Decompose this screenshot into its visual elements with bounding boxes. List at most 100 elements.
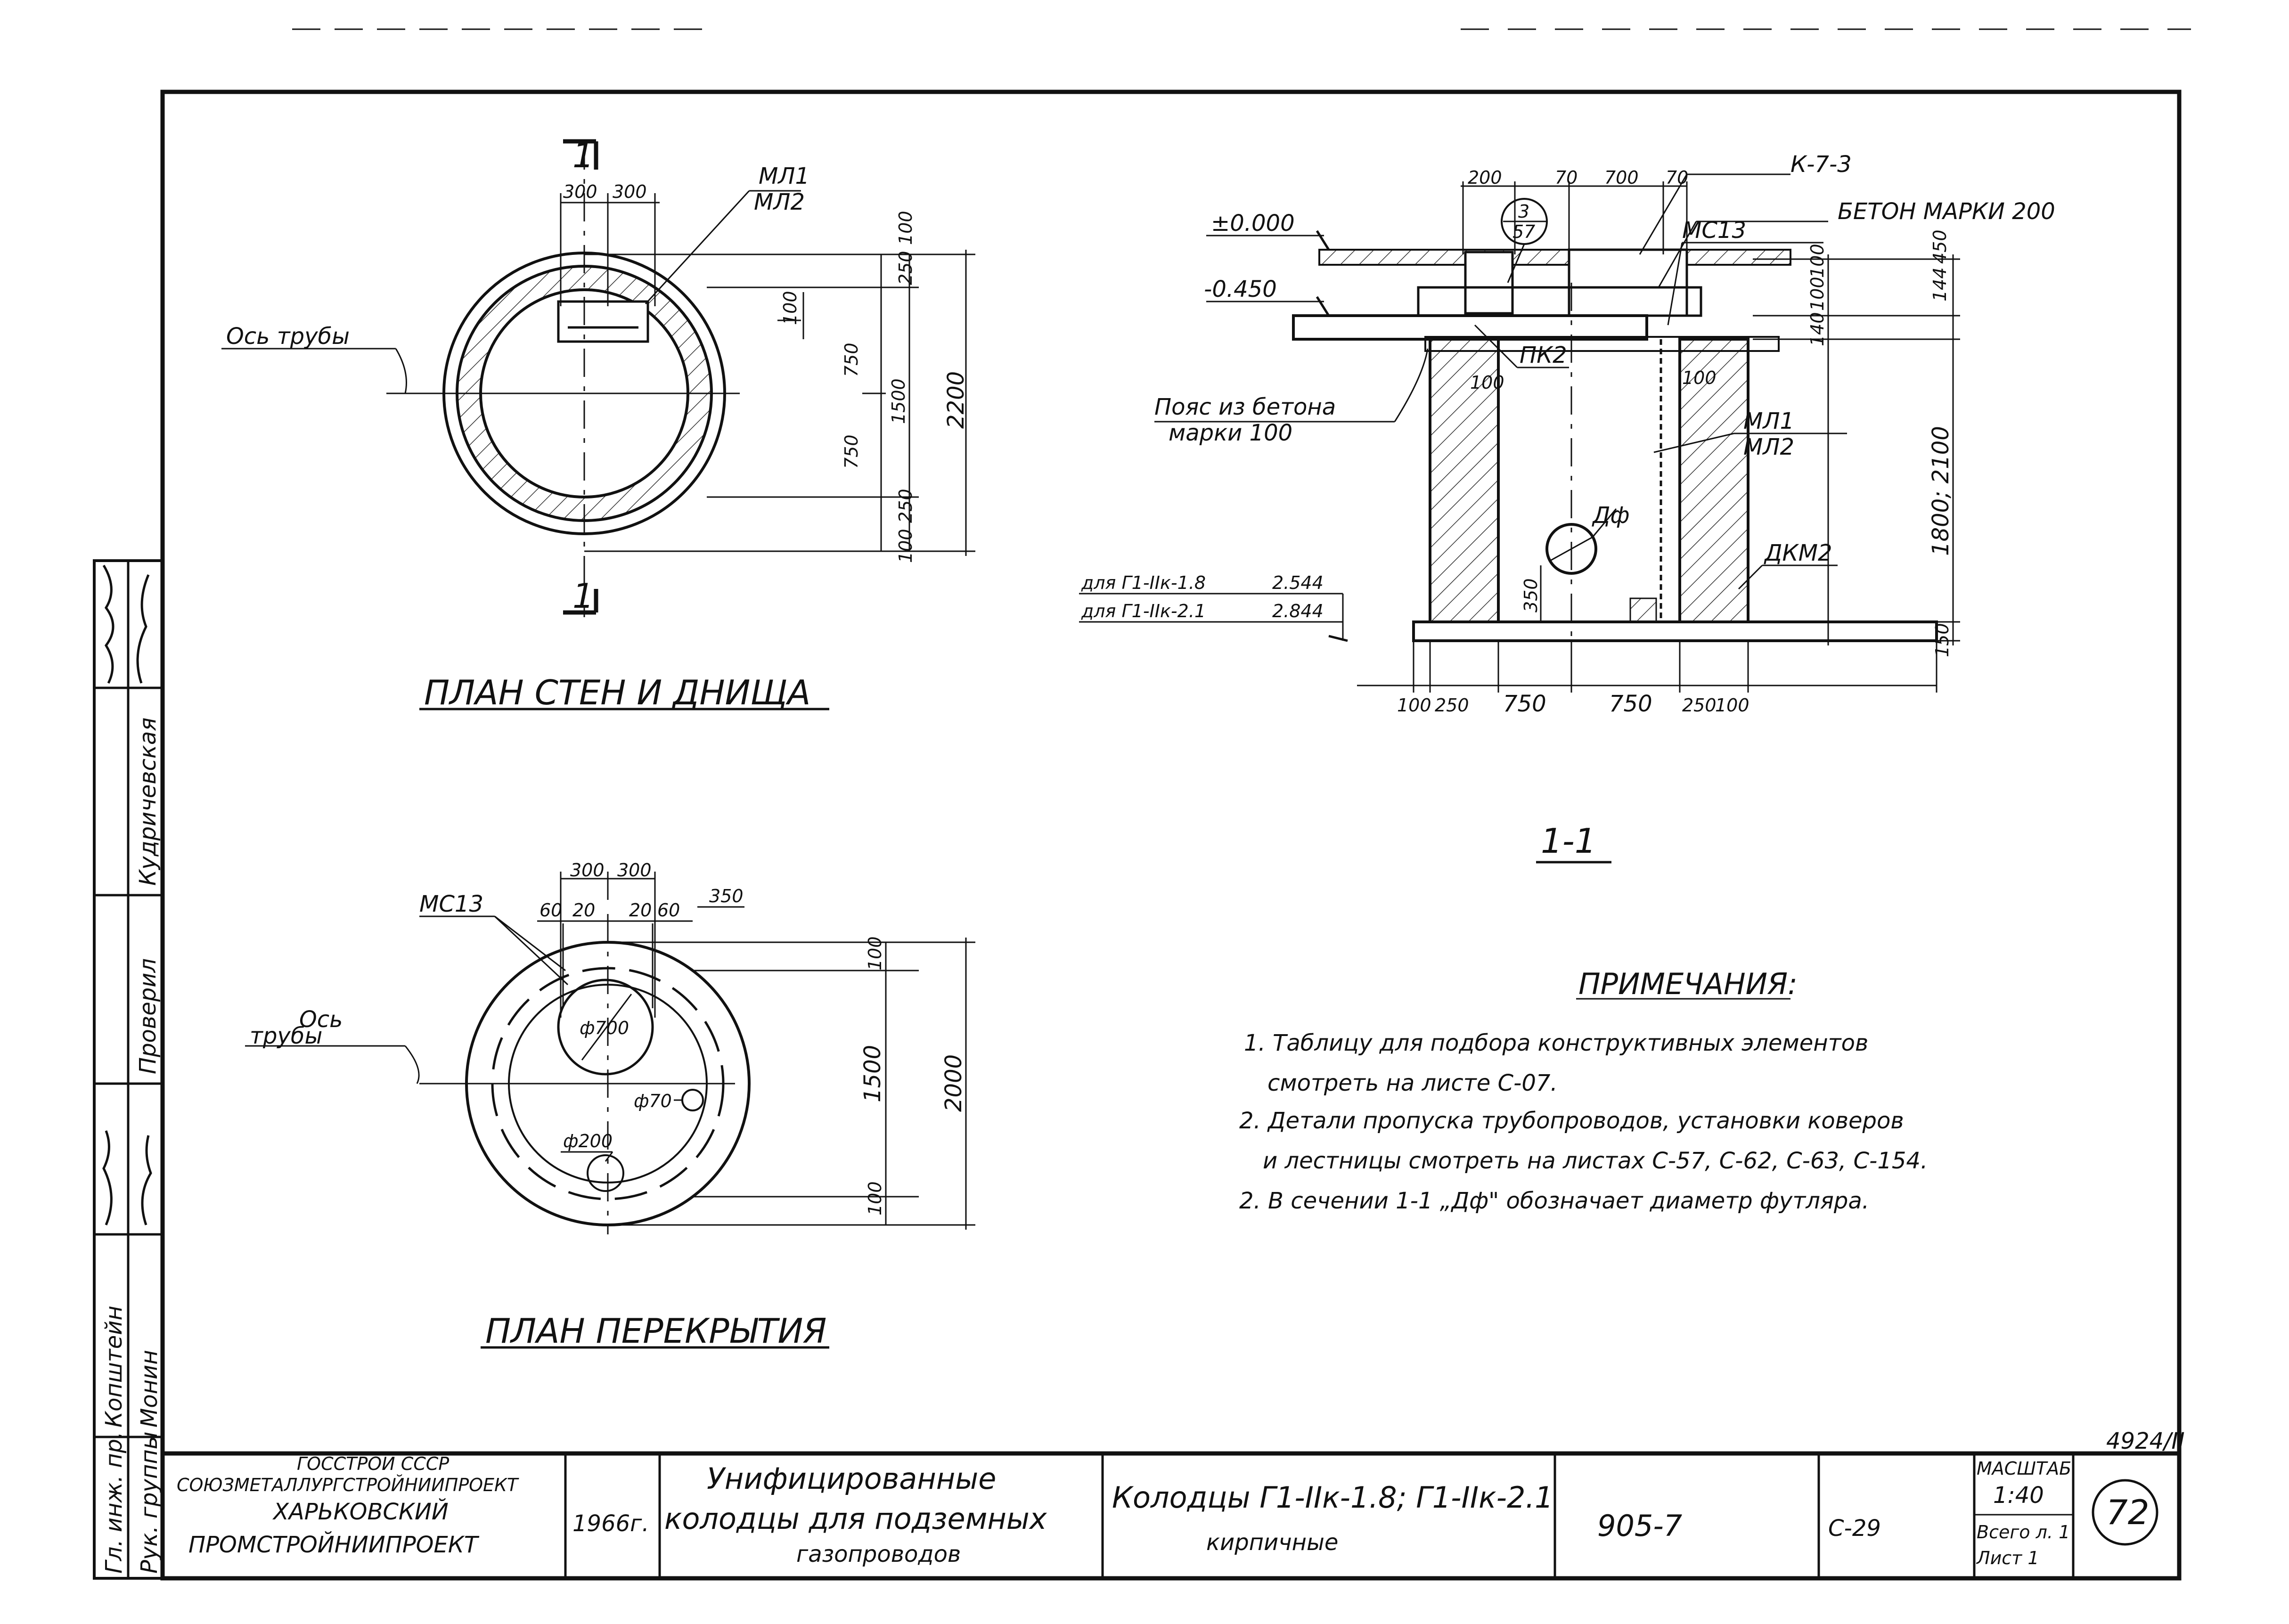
section-title: 1-1 bbox=[1541, 821, 1596, 861]
notes-line-3: 2. Детали пропуска трубопроводов, устано… bbox=[1239, 1108, 1904, 1134]
title-total-sheets: Всего л. 1 bbox=[1977, 1522, 2070, 1542]
title-org-1: ГОССТРОЙ СССР bbox=[297, 1453, 449, 1474]
section-dim-1800-2100: 1800; 2100 bbox=[1928, 426, 1954, 556]
title-name-1: Колодцы Г1-IIк-1.8; Г1-IIк-2.1 bbox=[1112, 1480, 1553, 1515]
plan-cover-hole-200: ф200 bbox=[563, 1131, 613, 1151]
title-org-4: ПРОМСТРОЙНИИПРОЕКТ bbox=[188, 1531, 480, 1558]
plan-cover-dim-60-a: 60 bbox=[540, 900, 562, 921]
section-level-1: -0.450 bbox=[1204, 276, 1277, 302]
section-dim-150: 150 bbox=[1932, 623, 1953, 657]
plan-walls-section-mark-bottom: 1 bbox=[572, 576, 594, 616]
plan-cover-dim-1500: 1500 bbox=[859, 1045, 886, 1102]
section-drawing bbox=[1079, 173, 1960, 864]
section-belt-label-1: Пояс из бетона bbox=[1154, 394, 1336, 420]
section-for-1: для Г1-IIк-1.8 bbox=[1081, 572, 1206, 593]
plan-walls-dim-2200: 2200 bbox=[943, 371, 969, 429]
plan-walls-dim-750-a: 750 bbox=[841, 343, 862, 377]
plan-walls-axis-label: Ось трубы bbox=[226, 323, 350, 350]
plan-walls-drawing bbox=[221, 139, 975, 710]
side-stamp bbox=[93, 559, 164, 1580]
notes-line-1: 1. Таблицу для подбора конструктивных эл… bbox=[1244, 1030, 1868, 1056]
section-dim-70-b: 70 bbox=[1666, 167, 1688, 188]
stamp-role-lead: Рук. группы bbox=[136, 1431, 163, 1574]
title-sheet-code: С-29 bbox=[1828, 1515, 1881, 1542]
section-k73-label: К-7-3 bbox=[1790, 151, 1852, 178]
section-dim-bottom-250-a: 250 bbox=[1435, 695, 1469, 716]
title-year: 1966г. bbox=[572, 1510, 649, 1537]
plan-walls-dim-250-bottom: 250 bbox=[895, 489, 916, 523]
plan-walls-element-ml1: МЛ1 bbox=[759, 163, 809, 189]
section-dim-450: 450 bbox=[1929, 229, 1950, 264]
title-org-2: СОЮЗМЕТАЛЛУРГСТРОЙНИИПРОЕКТ bbox=[177, 1475, 519, 1495]
section-callout-bottom: 57 bbox=[1512, 221, 1535, 242]
plan-cover-dim-2000: 2000 bbox=[940, 1054, 967, 1112]
notes-heading: ПРИМЕЧАНИЯ: bbox=[1578, 967, 1798, 1001]
section-dim-bottom-750-b: 750 bbox=[1609, 691, 1652, 717]
section-dim-bottom-100-b: 100 bbox=[1715, 695, 1749, 716]
section-belt-label-2: марки 100 bbox=[1169, 420, 1292, 446]
plan-walls-dim-1500: 1500 bbox=[888, 378, 909, 424]
section-dim-140: 140 bbox=[1807, 312, 1828, 346]
plan-cover-dim-20-b: 20 bbox=[629, 900, 652, 921]
section-pk2-label: ПК2 bbox=[1520, 342, 1567, 368]
title-series-2: колодцы для подземных bbox=[664, 1502, 1047, 1536]
plan-cover-hatch-dim: ф700 bbox=[580, 1018, 629, 1038]
title-code: 905-7 bbox=[1597, 1509, 1682, 1543]
plan-cover-axis-label-1: Ось bbox=[299, 1006, 343, 1033]
plan-walls-dim-100-inner: 100 bbox=[780, 291, 801, 325]
plan-cover-dim-300-b: 300 bbox=[617, 860, 652, 881]
section-mc13-label: МС13 bbox=[1682, 217, 1746, 244]
section-level-a: 2.544 bbox=[1272, 572, 1324, 593]
section-dkm2-label: ДКМ2 bbox=[1764, 540, 1832, 566]
plan-walls-dim-300-a: 300 bbox=[563, 181, 597, 202]
section-dim-bottom-250-b: 250 bbox=[1682, 695, 1717, 716]
section-dim-350: 350 bbox=[1521, 578, 1541, 612]
plan-cover-element-mc13: МС13 bbox=[419, 891, 483, 917]
plan-cover-dim-350: 350 bbox=[709, 886, 744, 906]
plan-cover-axis-label-2: трубы bbox=[250, 1023, 322, 1049]
section-df-label: Дф bbox=[1592, 502, 1630, 529]
title-page-number: 72 bbox=[2106, 1493, 2150, 1532]
title-scale: 1:40 bbox=[1993, 1482, 2044, 1509]
title-scale-label: МАСШТАБ bbox=[1977, 1458, 2071, 1479]
section-dim-100-r1: 100 bbox=[1807, 277, 1828, 311]
plan-cover-dim-60-b: 60 bbox=[657, 900, 680, 921]
plan-cover-hole-70: ф70 bbox=[634, 1091, 672, 1111]
section-dim-100-right: 100 bbox=[1682, 367, 1717, 388]
plan-walls-dim-100-bottom: 100 bbox=[895, 529, 916, 563]
title-series-3: газопроводов bbox=[796, 1541, 961, 1567]
section-concrete-label: БЕТОН МАРКИ 200 bbox=[1838, 198, 2055, 225]
title-block bbox=[163, 1451, 2179, 1578]
section-level-0: ±0.000 bbox=[1211, 210, 1295, 237]
section-dim-144: 144 bbox=[1929, 267, 1950, 302]
plan-cover-dim-100-top: 100 bbox=[865, 936, 885, 971]
plan-cover-dim-20-a: 20 bbox=[572, 900, 595, 921]
section-ml2-label: МЛ2 bbox=[1743, 434, 1794, 460]
notes-line-5: 2. В сечении 1-1 „Дф" обозначает диаметр… bbox=[1239, 1188, 1869, 1214]
plan-walls-title: ПЛАН СТЕН И ДНИЩА bbox=[424, 673, 810, 712]
section-dim-bottom-100-a: 100 bbox=[1397, 695, 1431, 716]
section-dim-700: 700 bbox=[1604, 167, 1639, 188]
notes-line-4: и лестницы смотреть на листах С-57, С-62… bbox=[1263, 1148, 1928, 1174]
plan-walls-dim-300-b: 300 bbox=[613, 181, 647, 202]
sheet-frame bbox=[160, 90, 2182, 1581]
section-dim-bottom-750-a: 750 bbox=[1503, 691, 1546, 717]
plan-walls-dim-750-b: 750 bbox=[841, 434, 862, 469]
section-for-2: для Г1-IIк-2.1 bbox=[1081, 601, 1206, 621]
title-inventory-no: 4924/II bbox=[2106, 1428, 2185, 1454]
stamp-role-chief: Гл. инж. пр. bbox=[101, 1432, 127, 1574]
stamp-name-kudrichevskaya: Кудричевская bbox=[135, 718, 161, 886]
title-org-3: ХАРЬКОВСКИЙ bbox=[272, 1498, 449, 1525]
plan-cover-dim-300-a: 300 bbox=[570, 860, 605, 881]
plan-walls-dim-100-top: 100 bbox=[895, 211, 916, 245]
section-level-b: 2.844 bbox=[1272, 601, 1324, 621]
title-sheet-no: Лист 1 bbox=[1976, 1548, 2039, 1568]
plan-cover-drawing bbox=[245, 872, 975, 1349]
title-name-2: кирпичные bbox=[1206, 1529, 1338, 1556]
title-series-1: Унифицированные bbox=[707, 1461, 996, 1496]
plan-walls-dim-250-top: 250 bbox=[895, 251, 916, 285]
stamp-role-checked: Проверил bbox=[135, 958, 161, 1074]
section-dim-200: 200 bbox=[1468, 167, 1502, 188]
section-callout-top: 3 bbox=[1518, 201, 1529, 222]
